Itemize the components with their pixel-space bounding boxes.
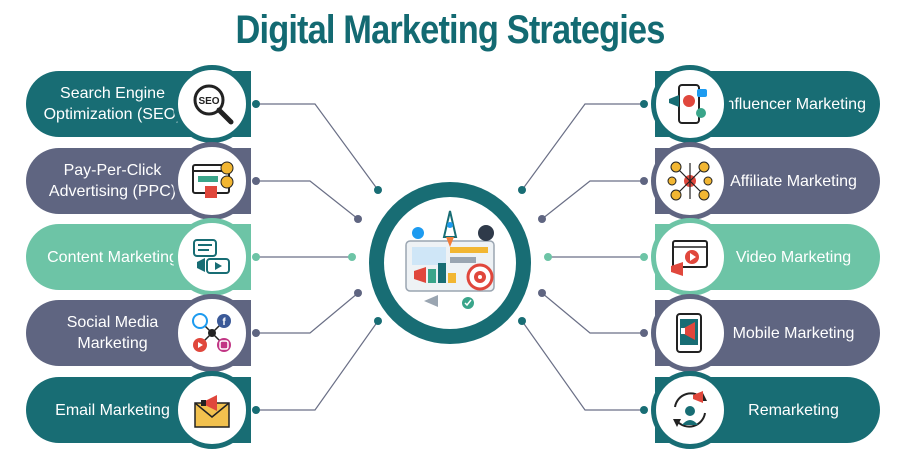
marketing-rocket-illustration-icon	[384, 197, 516, 329]
remarketing-cycle-icon	[651, 371, 729, 449]
strategy-label: Remarketing	[748, 401, 839, 419]
svg-text:f: f	[222, 317, 226, 328]
strategy-label: Video Marketing	[735, 248, 852, 266]
ppc-browser-icon	[173, 142, 251, 220]
svg-text:SEO: SEO	[198, 96, 219, 107]
strategy-label: Content Marketing	[47, 248, 178, 266]
strategy-label: Search Engine Optimization (SEO)	[43, 85, 182, 123]
social-network-icon: f	[173, 294, 251, 372]
seo-magnifier-icon: SEO	[173, 65, 251, 143]
page-title: Digital Marketing Strategies	[235, 8, 666, 52]
video-play-icon	[651, 218, 729, 296]
email-megaphone-icon	[173, 371, 251, 449]
strategy-label: Influencer Marketing	[721, 95, 866, 113]
mobile-megaphone-icon	[651, 294, 729, 372]
central-hub	[369, 182, 531, 344]
strategy-label: Social Media Marketing	[66, 314, 159, 352]
content-chat-icon	[173, 218, 251, 296]
strategy-label: Affiliate Marketing	[730, 172, 857, 190]
strategy-label: Mobile Marketing	[732, 324, 855, 342]
strategy-label: Pay-Per-Click Advertising (PPC)	[48, 162, 177, 200]
affiliate-network-icon	[651, 142, 729, 220]
strategy-label: Email Marketing	[55, 401, 170, 419]
influencer-phone-icon	[651, 65, 729, 143]
